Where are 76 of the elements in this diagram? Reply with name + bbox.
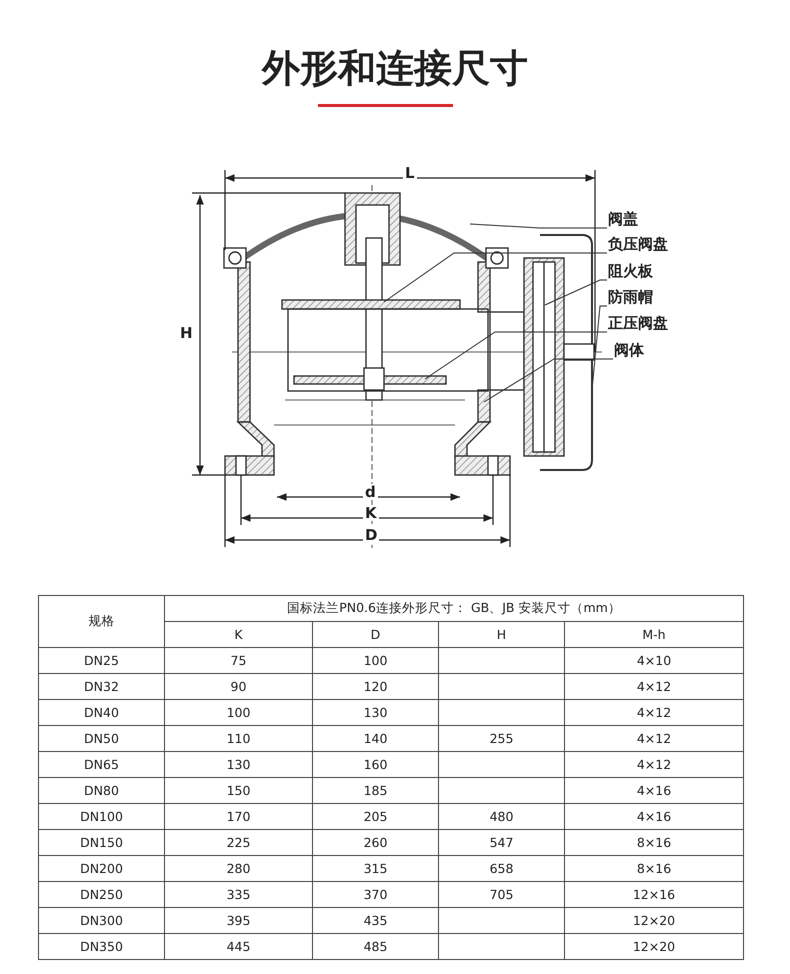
table-cell: DN350	[38, 934, 164, 960]
part-label: 阀体	[614, 341, 644, 359]
table-cell: 4×10	[564, 648, 744, 674]
table-cell: 4×12	[564, 674, 744, 700]
dimension-label: K	[363, 505, 379, 521]
table-cell: 4×16	[564, 804, 744, 830]
table-cell: 12×20	[564, 934, 744, 960]
table-cell: 255	[438, 726, 564, 752]
dimension-label: d	[363, 484, 378, 500]
table-cell: 547	[438, 830, 564, 856]
dimension-label: L	[403, 165, 417, 181]
table-cell: 75	[164, 648, 312, 674]
part-label: 防雨帽	[608, 288, 653, 306]
dimension-label: D	[363, 527, 380, 543]
table-cell: 185	[312, 778, 438, 804]
table-cell: 4×12	[564, 752, 744, 778]
table-cell: DN40	[38, 700, 164, 726]
table-cell: 335	[164, 882, 312, 908]
header-cell: H	[438, 622, 564, 648]
table-cell: 225	[164, 830, 312, 856]
header-cell: 国标法兰PN0.6连接外形尺寸： GB、JB 安装尺寸（mm）	[164, 596, 744, 622]
table-cell: 100	[312, 648, 438, 674]
table-cell: 150	[164, 778, 312, 804]
table-cell: 12×16	[564, 882, 744, 908]
table-cell: 140	[312, 726, 438, 752]
table-cell: 205	[312, 804, 438, 830]
table-cell: 705	[438, 882, 564, 908]
table-cell: 4×16	[564, 778, 744, 804]
part-label: 阀盖	[608, 210, 638, 228]
table-cell: DN100	[38, 804, 164, 830]
header-cell: K	[164, 622, 312, 648]
table-cell: 8×16	[564, 856, 744, 882]
table-cell: 130	[312, 700, 438, 726]
leader-line	[384, 252, 608, 302]
table-cell: 395	[164, 908, 312, 934]
table-cell: 4×12	[564, 700, 744, 726]
table-cell: 160	[312, 752, 438, 778]
table-cell: 110	[164, 726, 312, 752]
table-cell: DN32	[38, 674, 164, 700]
leader-line	[592, 306, 608, 390]
leader-line	[424, 332, 608, 380]
table-cell: DN250	[38, 882, 164, 908]
table-cell: 315	[312, 856, 438, 882]
table-cell: 120	[312, 674, 438, 700]
header-cell: 规格	[38, 596, 164, 648]
table-cell: 260	[312, 830, 438, 856]
table-cell: 485	[312, 934, 438, 960]
table-cell: 370	[312, 882, 438, 908]
table-cell: 100	[164, 700, 312, 726]
table-cell: 12×20	[564, 908, 744, 934]
table-cell: 435	[312, 908, 438, 934]
table-cell: 4×12	[564, 726, 744, 752]
table-cell: DN200	[38, 856, 164, 882]
header-cell: M-h	[564, 622, 744, 648]
part-label: 负压阀盘	[608, 235, 668, 253]
header-cell: D	[312, 622, 438, 648]
table-cell: 90	[164, 674, 312, 700]
table-cell: 280	[164, 856, 312, 882]
part-label: 正压阀盘	[608, 314, 668, 332]
table-cell: 8×16	[564, 830, 744, 856]
table-cell: 480	[438, 804, 564, 830]
page-title: 外形和连接尺寸	[260, 45, 529, 92]
table-cell: DN65	[38, 752, 164, 778]
table-cell: 658	[438, 856, 564, 882]
leader-line	[484, 358, 614, 402]
table-cell: DN150	[38, 830, 164, 856]
part-label: 阻火板	[608, 262, 653, 280]
leader-line	[544, 280, 608, 306]
table-cell: 445	[164, 934, 312, 960]
table-cell: DN25	[38, 648, 164, 674]
leader-line	[470, 224, 608, 228]
table-cell: DN50	[38, 726, 164, 752]
table-cell: DN80	[38, 778, 164, 804]
table-cell: DN300	[38, 908, 164, 934]
table-cell: 170	[164, 804, 312, 830]
table-cell: 130	[164, 752, 312, 778]
